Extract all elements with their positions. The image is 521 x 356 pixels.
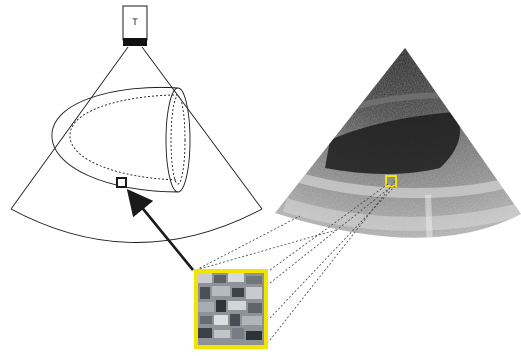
ventricle-ellipsoid bbox=[52, 87, 190, 192]
ellipsoid-cap bbox=[166, 88, 190, 192]
ellipsoid-cap-dashed bbox=[171, 96, 185, 184]
ellipsoid-outer bbox=[52, 87, 178, 192]
sample-volume-square-icon bbox=[117, 178, 126, 187]
ultrasound-image bbox=[270, 45, 521, 270]
sector-bottom-arc bbox=[11, 209, 262, 243]
magnified-patch bbox=[194, 269, 268, 349]
ellipsoid-inner-dashed bbox=[70, 95, 178, 180]
chamber-dark bbox=[325, 112, 460, 174]
sector-left-edge bbox=[11, 47, 128, 209]
scan-sector-outline bbox=[11, 47, 262, 243]
transducer-label: T bbox=[132, 17, 138, 27]
schematic-probe: T bbox=[123, 6, 147, 46]
pointer-arrow-icon bbox=[135, 199, 193, 270]
transducer-face bbox=[123, 38, 147, 46]
sector-right-edge bbox=[142, 47, 262, 209]
